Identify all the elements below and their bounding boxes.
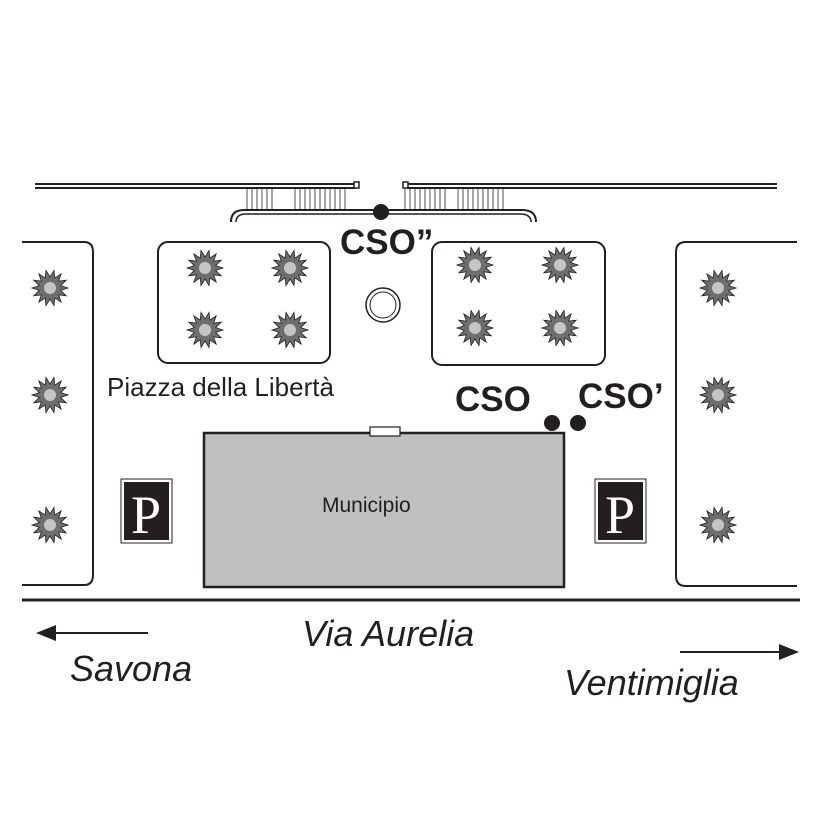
municipio-building — [202, 431, 566, 589]
cso-top-label: CSO” — [340, 223, 434, 262]
right-garden-strip — [675, 241, 797, 587]
tree-center — [284, 324, 296, 336]
municipio-label: Municipio — [322, 494, 411, 517]
stairs — [246, 189, 504, 210]
parking-sign-left: P — [120, 478, 173, 545]
svg-text:P: P — [605, 485, 635, 545]
arrow-right-icon — [680, 644, 799, 660]
piazza-label: Piazza della Libertà — [107, 372, 334, 402]
tree-center — [554, 259, 566, 271]
tree-center — [44, 389, 56, 401]
right-garden-bed — [431, 241, 606, 366]
cso-top-point — [373, 204, 389, 220]
tree-center — [44, 519, 56, 531]
tree-center — [554, 322, 566, 334]
tree-center — [199, 262, 211, 274]
street-label: Via Aurelia — [302, 613, 475, 654]
building-entrance — [369, 426, 401, 437]
top-wall-left — [35, 181, 360, 189]
ventimiglia-label: Ventimiglia — [564, 662, 739, 703]
cso-point — [544, 415, 560, 431]
fountain — [365, 287, 401, 323]
parking-sign-right: P — [594, 478, 647, 545]
tree-center — [284, 262, 296, 274]
tree-center — [712, 282, 724, 294]
tree-center — [199, 324, 211, 336]
svg-text:P: P — [131, 485, 161, 545]
cso-label: CSO — [455, 380, 531, 419]
top-wall-right — [402, 181, 777, 189]
cso-prime-point — [570, 415, 586, 431]
left-garden-strip — [22, 241, 94, 586]
tree-center — [44, 282, 56, 294]
cso-prime-label: CSO’ — [578, 377, 664, 416]
tree-center — [469, 322, 481, 334]
tree-center — [712, 389, 724, 401]
arrow-left-icon — [36, 625, 148, 641]
tree-center — [712, 519, 724, 531]
tree-center — [469, 259, 481, 271]
savona-label: Savona — [70, 648, 193, 689]
left-garden-bed — [157, 241, 331, 364]
